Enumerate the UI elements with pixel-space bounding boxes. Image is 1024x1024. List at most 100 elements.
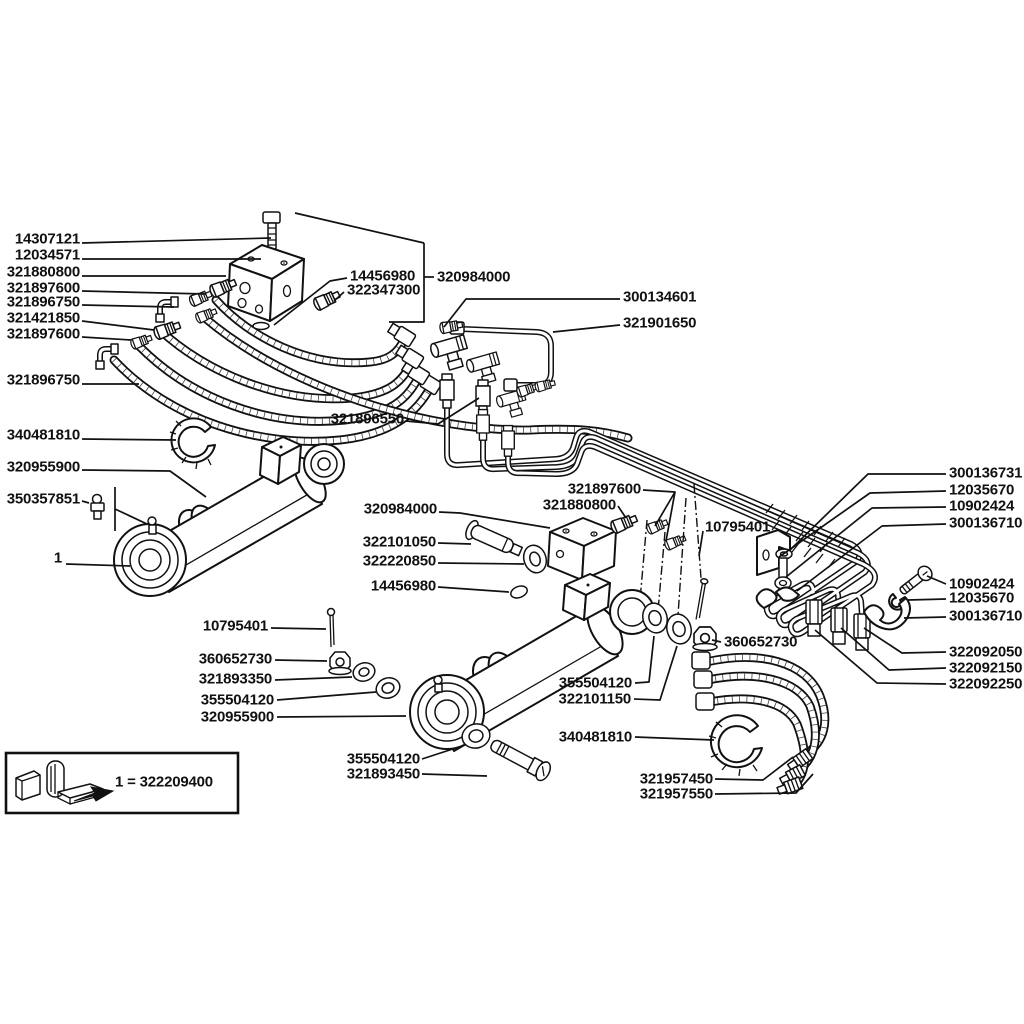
part-label: 10795401 <box>705 519 770 536</box>
leader-line <box>389 243 425 323</box>
valve-block-center <box>465 511 688 599</box>
bolt <box>262 211 281 250</box>
part-label: 322092250 <box>949 676 1022 693</box>
part-label: 321897600 <box>7 280 80 297</box>
washer-stack <box>642 602 718 652</box>
leader-line <box>840 627 947 671</box>
clamp-ring-2 <box>708 714 763 777</box>
clevis-pin <box>465 519 523 557</box>
grease-fitting <box>147 516 157 535</box>
leader-line <box>81 438 177 441</box>
cotter-pin-right <box>695 578 709 620</box>
hose-socket-end <box>693 670 713 689</box>
part-label: 300136710 <box>949 608 1022 625</box>
part-label: 322092150 <box>949 660 1022 677</box>
leader-line <box>405 397 480 425</box>
legend-icon <box>15 760 115 806</box>
part-label: 321880800 <box>7 264 80 281</box>
part-label: 321897600 <box>568 481 641 498</box>
part-label: 322220850 <box>363 553 436 570</box>
leader-line <box>81 336 132 341</box>
leader-line <box>443 298 620 328</box>
hose-socket-end <box>695 692 715 711</box>
leader-line <box>81 320 155 331</box>
leader-line <box>81 237 272 244</box>
leader-line <box>421 745 463 760</box>
part-label: 14456980 <box>371 578 436 595</box>
leader-line <box>552 324 621 333</box>
part-label: 340481810 <box>559 729 632 746</box>
part-label: 12035670 <box>949 590 1014 607</box>
leader-line <box>634 736 715 741</box>
part-label: 320955900 <box>7 459 80 476</box>
leader-line <box>333 291 345 302</box>
part-label: 14456980 <box>350 268 415 285</box>
hose-end-ferrule <box>395 344 425 370</box>
leader-line <box>796 523 947 592</box>
part-label: 10902424 <box>949 576 1015 593</box>
part-label: 12034571 <box>15 247 80 264</box>
cotter-pin <box>326 607 336 648</box>
leader-line <box>711 639 722 643</box>
leader-line <box>421 773 488 777</box>
part-label: 360652730 <box>199 651 272 668</box>
part-label: 340481810 <box>7 427 80 444</box>
leader-line <box>273 277 348 326</box>
clevis-bolt <box>490 739 552 782</box>
part-label: 355504120 <box>201 692 274 709</box>
part-label: 10795401 <box>203 618 268 635</box>
hose-bundle-top <box>114 300 628 441</box>
screw <box>899 565 933 595</box>
part-label: 1 <box>54 550 62 567</box>
grease-fitting <box>433 675 443 693</box>
leader-line <box>863 627 947 654</box>
hose-end-ferrule <box>387 322 417 348</box>
leader-line <box>65 563 131 567</box>
clamp-hardware-right <box>863 565 933 631</box>
leader-line <box>778 490 947 558</box>
part-label: 321896550 <box>331 411 404 428</box>
legend-text: 1 = 322209400 <box>115 774 213 791</box>
part-label: 322101150 <box>559 691 631 708</box>
leader-line <box>814 629 947 685</box>
part-label: 350357851 <box>7 491 80 508</box>
part-label: 300136710 <box>949 515 1022 532</box>
leader-line <box>81 500 90 504</box>
leader-line <box>714 756 794 781</box>
hose-bundle-bottom <box>691 651 825 795</box>
part-label: 320984000 <box>437 269 510 286</box>
leader-line <box>714 773 814 795</box>
leader-line <box>785 506 947 578</box>
hose-thread-end <box>786 748 814 772</box>
leader-line <box>276 691 377 701</box>
part-labels: 1430712112034571321880800321897600321896… <box>7 231 1023 803</box>
part-label: 10902424 <box>949 498 1015 515</box>
leader-line <box>81 304 175 308</box>
mount-block <box>259 436 302 485</box>
part-label: 322347300 <box>347 282 420 299</box>
hydraulic-cylinder-2 <box>409 573 655 782</box>
part-label: 12035670 <box>949 482 1014 499</box>
leader-line <box>437 542 472 545</box>
part-label: 321901650 <box>623 315 696 332</box>
tube-union-nut <box>805 599 823 637</box>
leader-line <box>665 491 676 542</box>
leader-line <box>926 575 947 585</box>
leader-line <box>437 562 525 565</box>
part-label: 300134601 <box>623 289 696 306</box>
leader-line <box>81 290 207 295</box>
tube-clamp <box>755 588 778 609</box>
leader-line <box>270 627 327 630</box>
tube-clamp <box>863 597 911 631</box>
leader-line <box>114 508 148 525</box>
part-label: 321896750 <box>7 294 80 311</box>
valve-block-top <box>96 211 343 369</box>
part-label: 300136731 <box>949 465 1022 482</box>
clamp-ring-1 <box>169 417 216 470</box>
leader-line <box>903 616 947 619</box>
seal-oval <box>510 585 528 599</box>
part-label: 321957450 <box>640 771 713 788</box>
part-label: 355504120 <box>347 751 420 768</box>
